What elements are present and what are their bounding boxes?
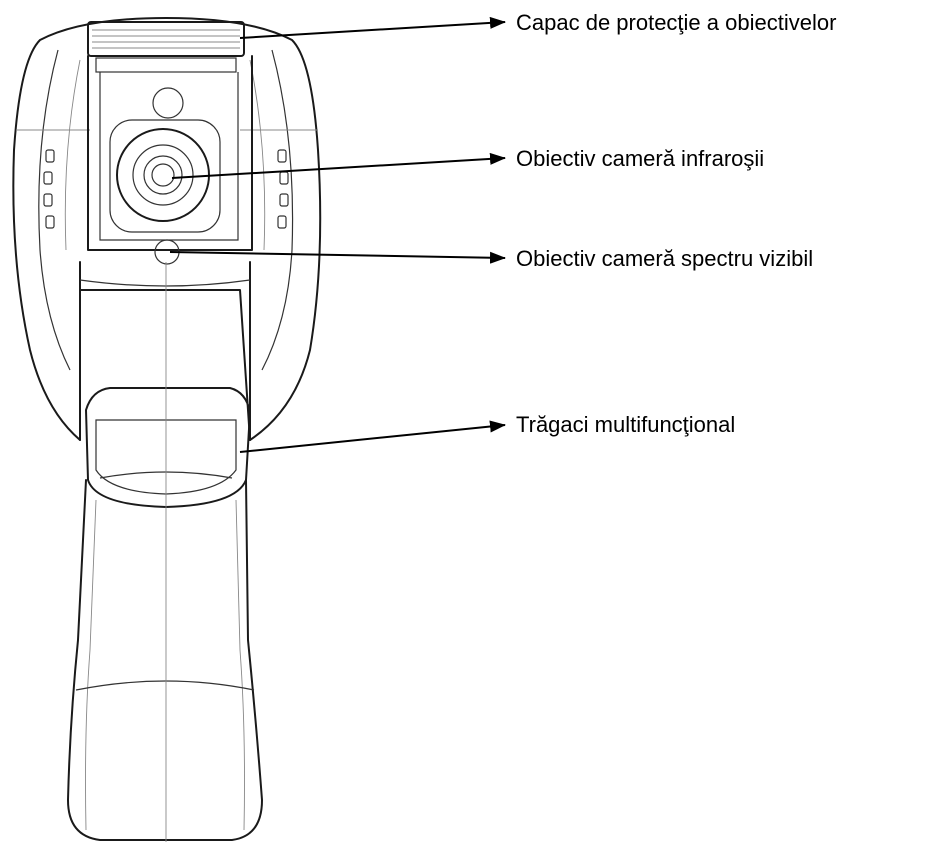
trigger-outer	[85, 387, 251, 508]
ir-lens-outer-ring	[116, 128, 210, 222]
head-left-contour	[38, 49, 71, 371]
lens-cover-top-bar	[87, 21, 245, 57]
leader-visible-lens	[169, 251, 506, 264]
leader-ir-lens	[171, 152, 506, 179]
handle-grip-seam	[75, 680, 255, 691]
leader-lens-cover	[239, 16, 506, 39]
handle-outline	[67, 479, 263, 841]
ir-lens-mid-ring	[132, 144, 194, 206]
head-right-contour	[261, 49, 294, 371]
handle-left-inner	[85, 499, 97, 831]
camera-head-shell	[12, 17, 322, 441]
head-left-inner	[64, 59, 81, 251]
lens-cover-ribs	[92, 29, 240, 49]
callout-visible-lens: Obiectiv cameră spectru vizibil	[516, 246, 814, 271]
ir-lens-inner-ring	[143, 155, 183, 195]
callout-trigger: Trăgaci multifuncţional	[516, 412, 736, 437]
left-side-dimples	[43, 149, 55, 229]
leader-trigger	[239, 420, 506, 453]
right-side-dimples	[277, 149, 289, 229]
body-neck	[79, 261, 251, 441]
sensor-circle	[152, 87, 184, 119]
ir-lens-center	[151, 163, 175, 187]
callout-ir-lens: Obiectiv cameră infraroşii	[516, 146, 765, 171]
callout-lens-cover: Capac de protecţie a obiectivelor	[516, 10, 837, 35]
body-neck-top	[79, 279, 251, 287]
head-right-inner	[249, 59, 266, 251]
lens-cover-panel	[87, 55, 253, 251]
lens-cover-hinge	[95, 57, 237, 73]
handle-right-inner	[235, 499, 245, 831]
